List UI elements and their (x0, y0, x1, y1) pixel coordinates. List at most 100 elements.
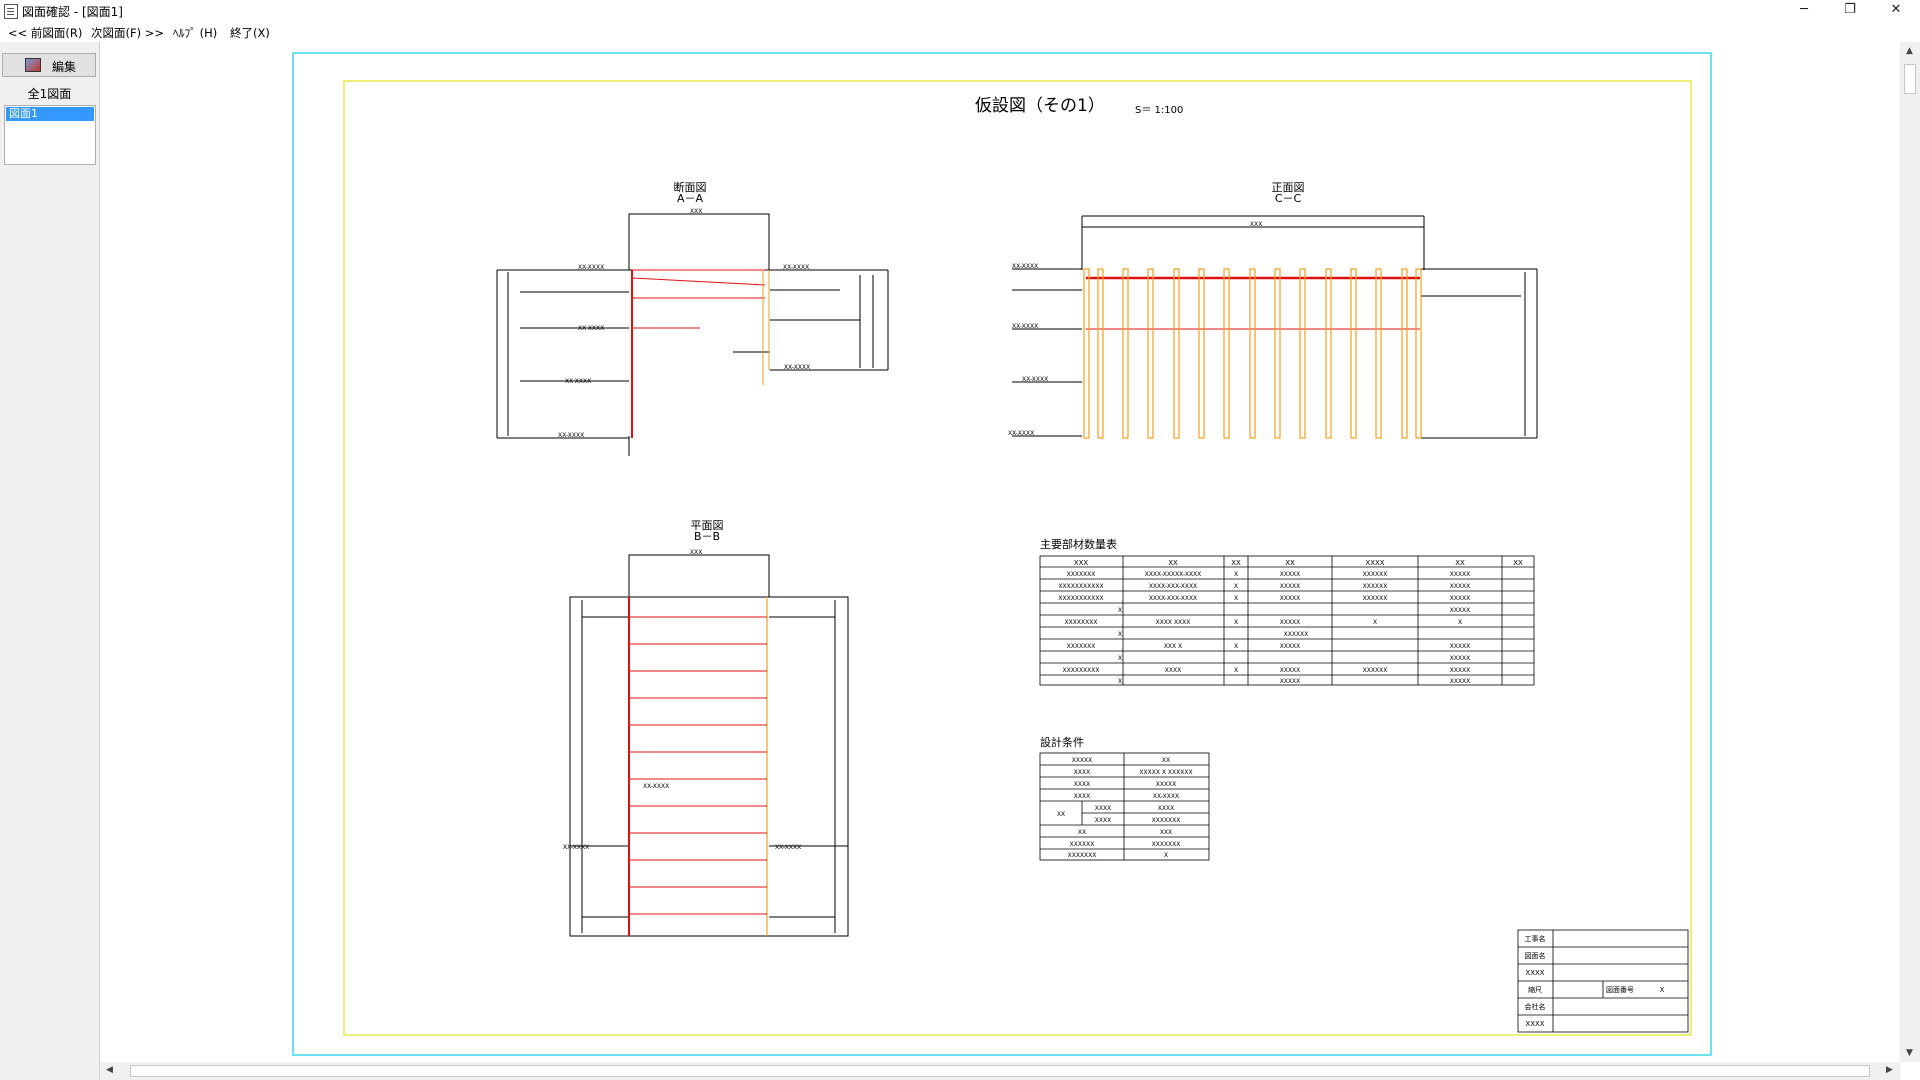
front-view-sub: C－C (1275, 192, 1302, 205)
horizontal-scroll-thumb[interactable] (130, 1065, 1870, 1077)
front-view-name: 正面図 (1272, 181, 1305, 194)
design-cell: XXXXX (1156, 781, 1177, 788)
scroll-left-arrow[interactable]: ◀ (106, 1065, 113, 1075)
design-cell: XXXX (1158, 805, 1174, 812)
design-cell: XXXXXX (1070, 841, 1095, 848)
materials-cell: X (1118, 655, 1122, 662)
materials-cell: XXXXX (1280, 643, 1301, 650)
design-cell: XX (1162, 757, 1170, 764)
materials-header: XX (1231, 559, 1241, 567)
title-block-label: 図面名 (1525, 951, 1546, 960)
materials-cell: X (1234, 619, 1238, 626)
section-view-name: 断面図 (674, 180, 707, 194)
design-cell: XXXX (1095, 817, 1111, 824)
design-cell: XXXX (1074, 793, 1090, 800)
front-label: XX-XXXX (1012, 263, 1038, 270)
menu-next-drawing[interactable]: 次図面(F) >> (91, 26, 165, 40)
drawing-inner-frame (343, 80, 1692, 1036)
materials-cell: XXXXXXXXX (1063, 667, 1100, 674)
materials-cell: X (1234, 583, 1238, 590)
materials-header: XXXX (1365, 559, 1384, 567)
materials-cell: XXXX-XXX-XXXX (1149, 595, 1197, 602)
section-strut (631, 269, 766, 329)
materials-cell: XXXXX (1280, 619, 1301, 626)
materials-cell: XXXXX (1450, 595, 1471, 602)
materials-header: XX (1455, 559, 1465, 567)
materials-cell: XXXXXXX (1067, 571, 1096, 578)
materials-cell: XXXX-XXXXX-XXXX (1145, 571, 1202, 578)
title-block-label: 縮尺 (1528, 985, 1542, 994)
design-cell: XX (1057, 811, 1065, 818)
edit-button-label: 編集 (52, 60, 77, 74)
drawing-svg: 仮設図（その1） S＝ 1:100 断面図 A－A (292, 52, 1712, 1056)
design-cell: XXX (1160, 829, 1172, 836)
materials-cell: X (1234, 571, 1238, 578)
restore-button[interactable]: ❐ (1844, 2, 1856, 17)
menu-help[interactable]: ﾍﾙﾌﾟ (H) (173, 26, 218, 40)
plan-struts (629, 616, 767, 915)
materials-header: XX (1168, 559, 1178, 567)
plan-label: XX-XXXX (643, 783, 669, 790)
menu-prev-drawing[interactable]: << 前図面(R) (8, 26, 83, 40)
materials-header: XXX (1074, 559, 1089, 567)
scroll-right-arrow[interactable]: ▶ (1886, 1065, 1893, 1075)
section-label: XX-XXXX (578, 325, 604, 332)
design-cell: XXXXXXX (1152, 817, 1181, 824)
design-cell: XXXX (1074, 781, 1090, 788)
front-view: 正面図 C－C (1008, 181, 1538, 439)
materials-header: XX (1513, 559, 1523, 567)
title-block-label: 工事名 (1525, 934, 1546, 943)
front-label: XX-XXXX (1022, 376, 1048, 383)
title-bar: 図面確認 - [図面1] ─ ❐ ✕ (0, 0, 1920, 22)
materials-cell: XXXXX (1280, 667, 1301, 674)
title-block-drawing-no-value: X (1660, 986, 1665, 994)
vertical-scrollbar[interactable]: ▲ ▼ (1900, 42, 1920, 1062)
materials-cell: X (1234, 667, 1238, 674)
materials-cell: X (1118, 631, 1122, 638)
materials-cell: XXXXX (1450, 643, 1471, 650)
materials-cell: XXXXX (1450, 571, 1471, 578)
section-label: XX-XXXX (558, 432, 584, 439)
front-label: XX-XXXX (1012, 323, 1038, 330)
materials-cell: XXXXX (1280, 571, 1301, 578)
vertical-scroll-thumb[interactable] (1904, 64, 1916, 94)
minimize-button[interactable]: ─ (1800, 2, 1808, 17)
title-block-label: XXXX (1525, 969, 1544, 977)
drawing-list[interactable]: 図面1 (4, 105, 96, 165)
plan-dim: XXX (690, 549, 702, 556)
materials-cell: XXXXX (1280, 678, 1301, 685)
materials-cell: XXXXX (1450, 678, 1471, 685)
plan-label: XX-XXXX (775, 844, 801, 851)
design-cell: XX-XXXX (1153, 793, 1179, 800)
edit-button[interactable]: 編集 (2, 53, 96, 77)
design-cell: XXXXX X XXXXXX (1139, 769, 1192, 776)
design-cell: XX (1078, 829, 1086, 836)
materials-cell: X (1118, 607, 1122, 614)
materials-cell: XXXXXX (1284, 631, 1309, 638)
scroll-up-arrow[interactable]: ▲ (1906, 46, 1913, 56)
drawing-scale: S＝ 1:100 (1135, 105, 1183, 116)
section-label: XX-XXXX (565, 378, 591, 385)
drawing-title: 仮設図（その1） (975, 96, 1105, 116)
close-button[interactable]: ✕ (1890, 2, 1902, 17)
materials-cell: XXXXX (1450, 655, 1471, 662)
design-cell: XXXXXXX (1068, 852, 1097, 859)
front-dim: XXX (1250, 221, 1262, 228)
plan-label: XX-XXXX (563, 844, 589, 851)
title-block-drawing-no-label: 図面番号 (1606, 986, 1634, 994)
menu-exit[interactable]: 終了(X) (230, 26, 270, 40)
section-pile-right (762, 270, 770, 385)
materials-cell: XXXXX (1280, 595, 1301, 602)
design-cell: XXXX (1074, 769, 1090, 776)
materials-header: XX (1285, 559, 1295, 567)
horizontal-scrollbar[interactable]: ◀ ▶ (100, 1062, 1900, 1080)
scroll-down-arrow[interactable]: ▼ (1906, 1048, 1913, 1058)
drawing-list-item[interactable]: 図面1 (6, 107, 94, 121)
plan-view-name: 平面図 (691, 519, 724, 532)
materials-cell: XXXXXXXXXXX (1058, 595, 1103, 602)
section-view: 断面図 A－A XX-XXXX XX-XXXX X (496, 180, 889, 456)
drawing-canvas[interactable]: 仮設図（その1） S＝ 1:100 断面図 A－A (100, 42, 1898, 1062)
materials-cell: XXXXXXXXXXX (1058, 583, 1103, 590)
materials-cell: X (1234, 595, 1238, 602)
materials-cell: XXXX XXXX (1156, 619, 1191, 626)
